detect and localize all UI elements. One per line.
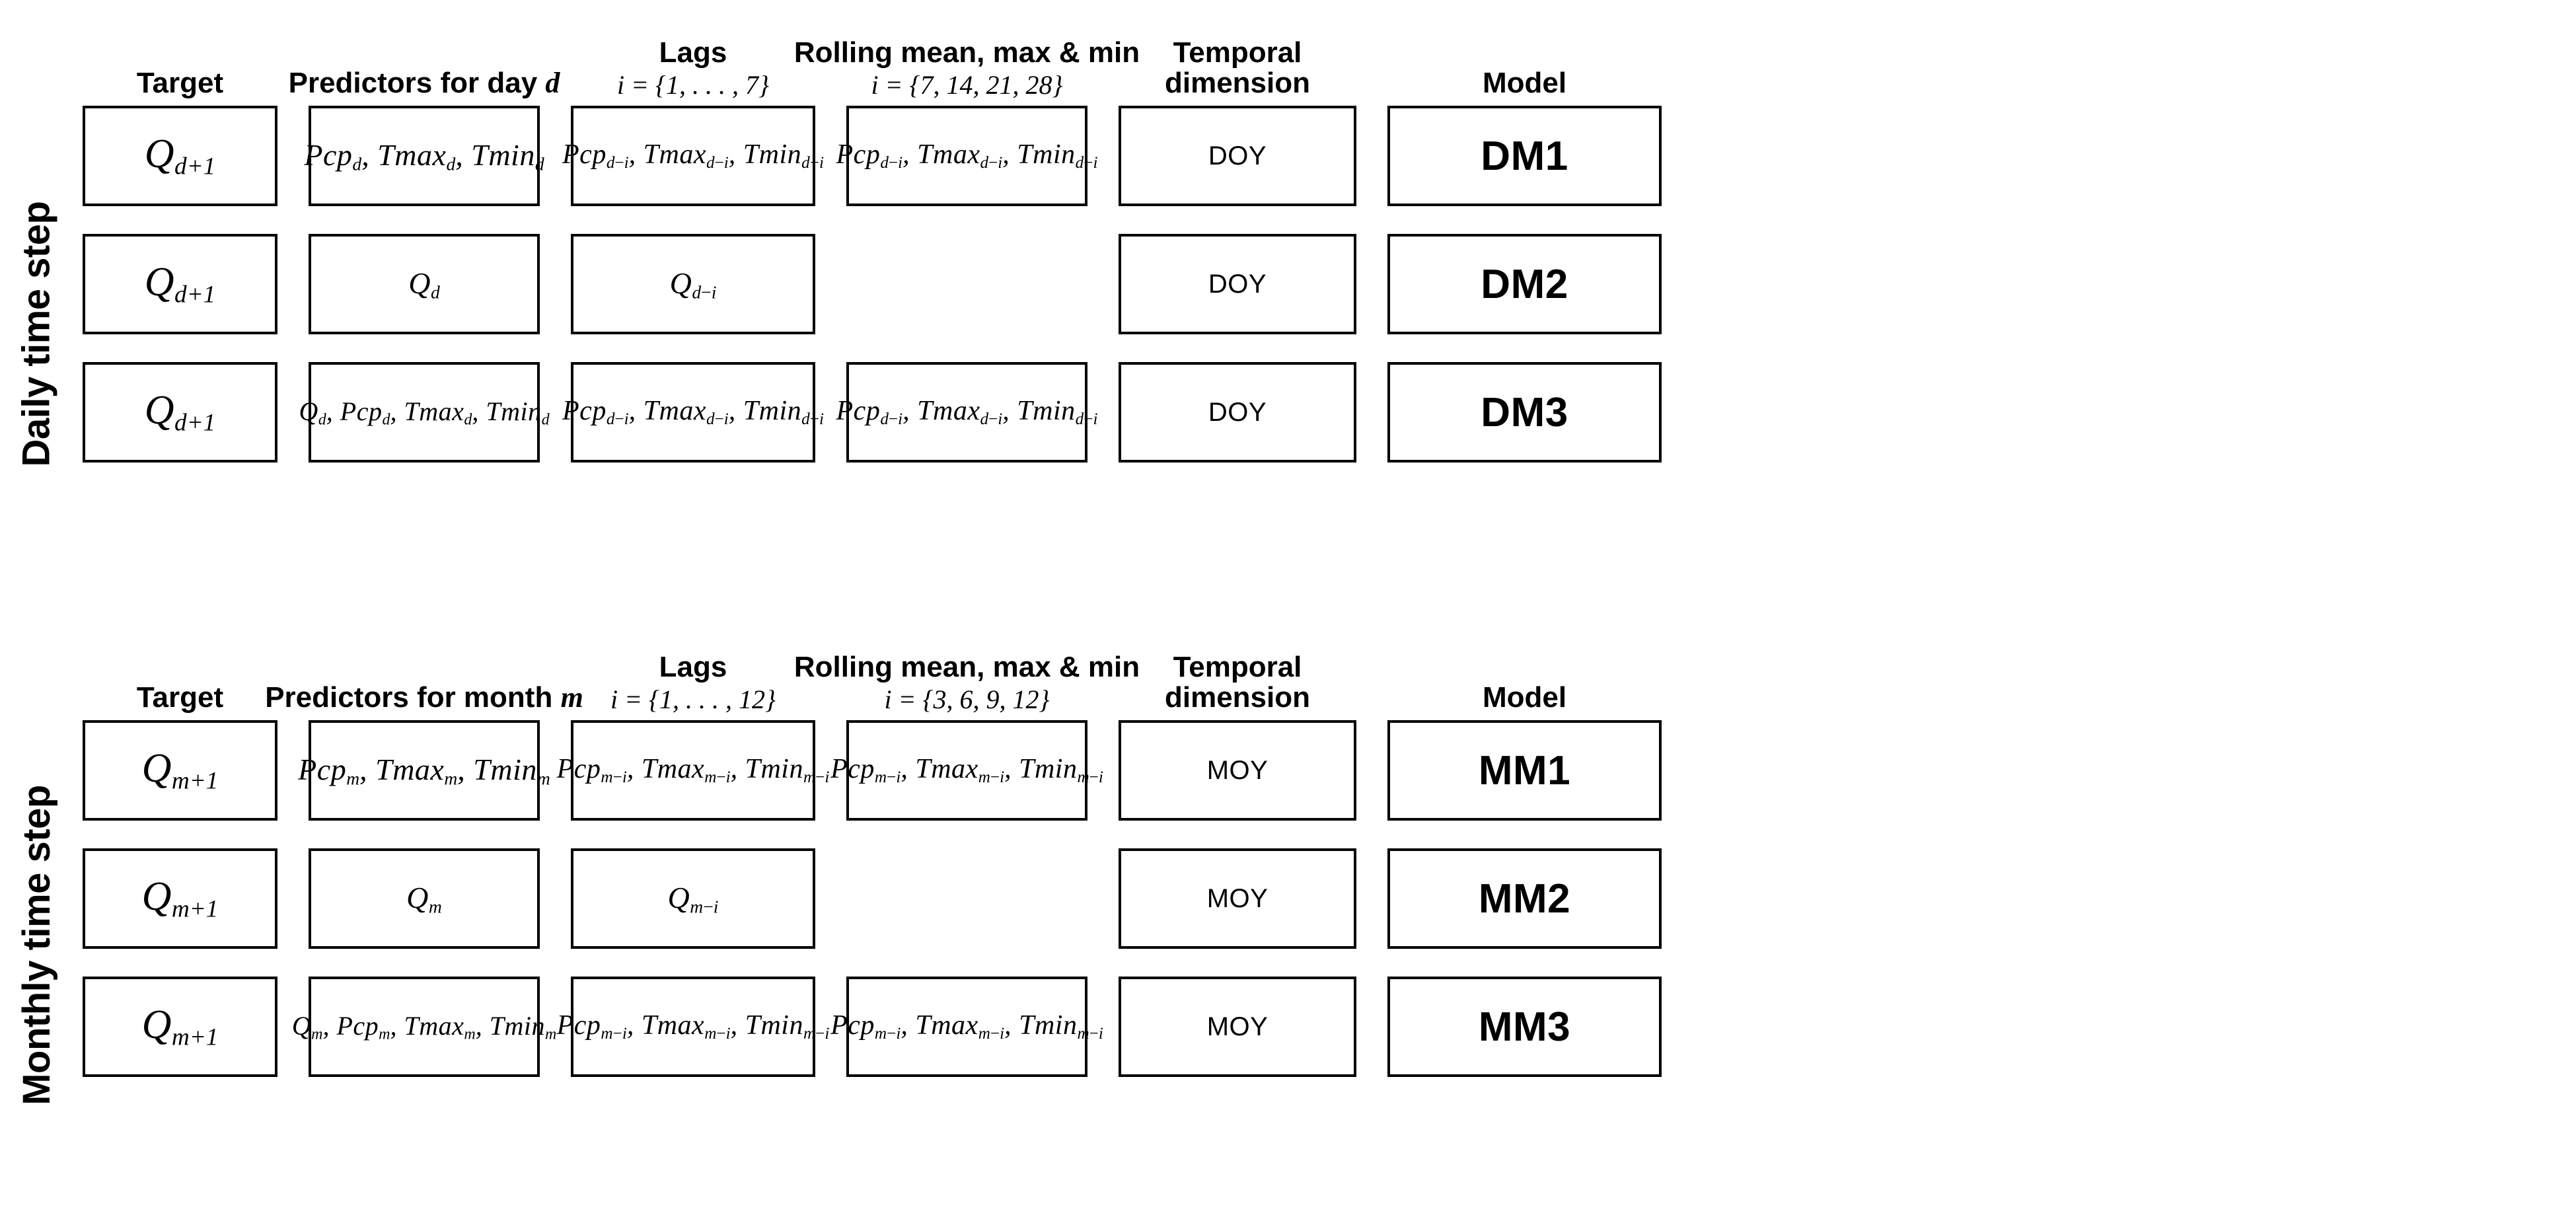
- row-spacer: [83, 949, 277, 977]
- table-cell-predictors: Qm: [309, 848, 540, 949]
- table-cell-lags: Pcpd−i, Tmaxd−i, Tmind−i: [562, 362, 824, 462]
- table-cell-temporal: DOY: [1119, 234, 1356, 334]
- row-spacer: [309, 949, 540, 977]
- table-cell-lags: Pcpd−i, Tmaxd−i, Tmind−i: [562, 106, 824, 206]
- table-cell-model: DM3: [1387, 362, 1662, 462]
- table-cell-model: MM3: [1387, 977, 1662, 1077]
- table-cell-temporal: DOY: [1119, 362, 1356, 462]
- row-spacer: [846, 334, 1087, 362]
- header-lags-monthly: Lags i = {1, . . . , 12}: [610, 650, 776, 714]
- table-cell-rolling: Pcpm−i, Tmaxm−i, Tminm−i: [830, 720, 1103, 821]
- row-spacer: [1119, 334, 1356, 362]
- header-rolling-daily: Rolling mean, max & min i = {7, 14, 21, …: [793, 36, 1140, 100]
- table-cell-temporal: DOY: [1119, 106, 1356, 206]
- table-cell-target: Qd+1: [83, 362, 277, 462]
- row-spacer: [1119, 206, 1356, 234]
- table-cell-predictors: Qm, Pcpm, Tmaxm, Tminm: [292, 977, 556, 1077]
- side-label-monthly: Monthly time step: [0, 687, 73, 1202]
- header-target-monthly: Target: [136, 681, 224, 714]
- table-cell-predictors: Qd, Pcpd, Tmaxd, Tmind: [299, 362, 550, 462]
- table-cell-predictors: Qd: [309, 234, 540, 334]
- table-cell-model: DM1: [1387, 106, 1662, 206]
- row-spacer: [571, 334, 815, 362]
- table-cell-predictors: Pcpm, Tmaxm, Tminm: [298, 720, 550, 821]
- table-cell-lags: Qm−i: [571, 848, 815, 949]
- row-spacer: [83, 206, 277, 234]
- row-spacer: [1387, 334, 1662, 362]
- table-cell-target: Qm+1: [83, 848, 277, 949]
- row-spacer: [571, 821, 815, 848]
- table-cell-temporal: MOY: [1119, 848, 1356, 949]
- row-spacer: [309, 821, 540, 848]
- header-predictors-daily: Predictors for day d: [288, 67, 560, 100]
- table-cell-temporal: MOY: [1119, 720, 1356, 821]
- header-lags-daily: Lags i = {1, . . . , 7}: [616, 36, 770, 100]
- table-cell-model: MM1: [1387, 720, 1662, 821]
- row-spacer: [846, 206, 1087, 234]
- row-spacer: [1387, 821, 1662, 848]
- row-spacer: [83, 821, 277, 848]
- table-cell-temporal: MOY: [1119, 977, 1356, 1077]
- row-spacer: [83, 334, 277, 362]
- row-spacer: [309, 334, 540, 362]
- table-cell-model: DM2: [1387, 234, 1662, 334]
- row-spacer: [571, 949, 815, 977]
- row-spacer: [1387, 949, 1662, 977]
- section-daily-time-step: Target Predictors for day d Lags i = {1,…: [83, 0, 1662, 462]
- side-label-monthly-text: Monthly time step: [15, 784, 58, 1105]
- table-cell-rolling: Pcpd−i, Tmaxd−i, Tmind−i: [836, 106, 1097, 206]
- table-cell-predictors: Pcpd, Tmaxd, Tmind: [304, 106, 544, 206]
- table-cell-rolling: Pcpm−i, Tmaxm−i, Tminm−i: [830, 977, 1103, 1077]
- table-cell-lags: Qd−i: [571, 234, 815, 334]
- table-cell-rolling-empty: [846, 848, 1087, 949]
- row-spacer: [846, 821, 1087, 848]
- header-predictors-monthly: Predictors for month m: [265, 681, 583, 714]
- header-rolling-monthly: Rolling mean, max & min i = {3, 6, 9, 12…: [793, 650, 1140, 714]
- table-cell-target: Qm+1: [83, 720, 277, 821]
- header-temporal-daily: Temporal dimension: [1164, 36, 1311, 100]
- table-cell-rolling: Pcpd−i, Tmaxd−i, Tmind−i: [836, 362, 1097, 462]
- side-label-daily: Daily time step: [0, 99, 73, 568]
- header-model-monthly: Model: [1482, 681, 1567, 714]
- table-cell-lags: Pcpm−i, Tmaxm−i, Tminm−i: [557, 977, 829, 1077]
- daily-grid: Target Predictors for day d Lags i = {1,…: [83, 0, 1662, 462]
- side-label-daily-text: Daily time step: [15, 201, 58, 466]
- header-temporal-monthly: Temporal dimension: [1164, 650, 1311, 714]
- table-cell-rolling-empty: [846, 234, 1087, 334]
- table-cell-model: MM2: [1387, 848, 1662, 949]
- row-spacer: [846, 949, 1087, 977]
- row-spacer: [309, 206, 540, 234]
- header-target-daily: Target: [136, 67, 224, 100]
- header-model-daily: Model: [1482, 67, 1567, 100]
- table-cell-target: Qd+1: [83, 106, 277, 206]
- table-cell-target: Qm+1: [83, 977, 277, 1077]
- row-spacer: [571, 206, 815, 234]
- row-spacer: [1119, 821, 1356, 848]
- row-spacer: [1119, 949, 1356, 977]
- table-cell-lags: Pcpm−i, Tmaxm−i, Tminm−i: [557, 720, 829, 821]
- row-spacer: [1387, 206, 1662, 234]
- section-monthly-time-step: Target Predictors for month m Lags i = {…: [83, 614, 1662, 1077]
- monthly-grid: Target Predictors for month m Lags i = {…: [83, 614, 1662, 1077]
- table-cell-target: Qd+1: [83, 234, 277, 334]
